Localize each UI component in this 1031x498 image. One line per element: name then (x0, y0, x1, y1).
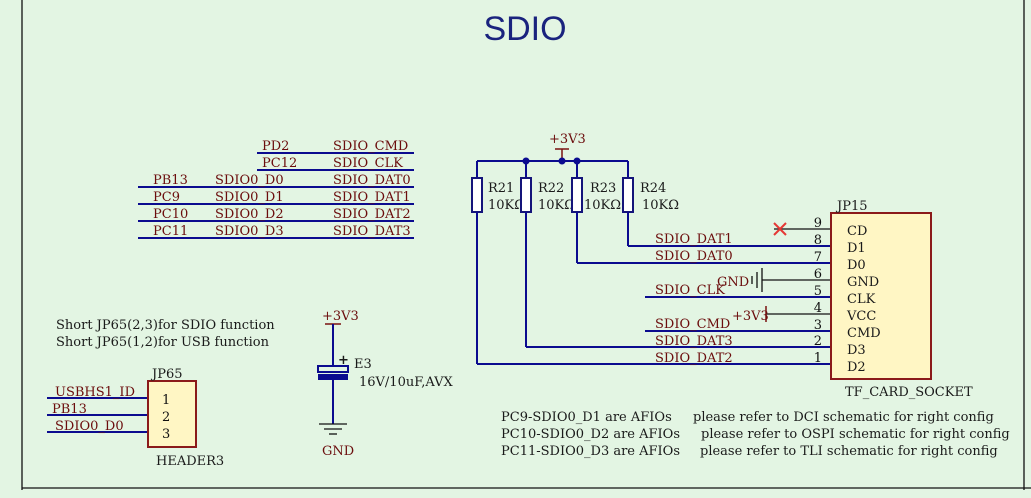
afio-note-refer: please refer to OSPI schematic for right… (701, 427, 1010, 442)
socket-body (830, 212, 932, 380)
pin-name: D0 (847, 258, 866, 273)
pin-number: 1 (814, 351, 822, 366)
power-label: +3V3 (549, 132, 586, 147)
component-name: HEADER3 (156, 454, 224, 469)
afio-notes: PC9-SDIO0_D1 are AFIOs please refer to D… (501, 410, 1010, 459)
pin-name: D3 (847, 343, 866, 358)
afio-note-refer: please refer to TLI schematic for right … (700, 444, 998, 459)
component-ref: E3 (354, 357, 372, 372)
net-label: SDIO_CLK (655, 283, 725, 298)
power-label: +3V3 (732, 309, 769, 324)
ground-label: GND (717, 275, 749, 290)
pin-number: 1 (162, 393, 170, 408)
pin-name: VCC (846, 309, 876, 324)
pin-number: 3 (162, 427, 170, 442)
net-map-signal: SDIO0_D1 (215, 190, 284, 205)
net-label: PB13 (52, 402, 87, 417)
pin-number: 4 (814, 301, 822, 316)
pin-name: CD (847, 224, 867, 239)
component-ref: JP15 (835, 199, 868, 214)
capacitor-e3: +3V3 + E3 16V/10uF,AVX GND (317, 309, 453, 459)
pin-number: 2 (162, 410, 170, 425)
net-map: PD2 SDIO_CMD PC12 SDIO_CLK PB13 SDIO0_D0… (138, 139, 414, 239)
net-map-signal: SDIO0_D2 (215, 207, 284, 222)
pin-number: 2 (814, 334, 822, 349)
capacitor-plate (318, 374, 348, 380)
resistor-value: 10KΩ (538, 198, 575, 213)
pin-name: D1 (847, 241, 866, 256)
resistor-ref: R23 (590, 181, 616, 196)
page-title: SDIO (483, 10, 566, 48)
component-ref: JP65 (150, 367, 183, 382)
pin-number: 6 (814, 267, 822, 282)
net-map-pin: PD2 (262, 139, 289, 154)
afio-note-pin: PC10-SDIO0_D2 are AFIOs (501, 427, 680, 442)
net-label: SDIO_DAT1 (655, 232, 733, 247)
net-map-signal: SDIO0_D0 (215, 173, 284, 188)
afio-note-pin: PC11-SDIO0_D3 are AFIOs (501, 444, 680, 459)
resistor-r21 (471, 177, 483, 213)
net-label: SDIO_DAT0 (655, 249, 733, 264)
header-jp65: JP65 HEADER3 USBHS1_ID PB13 SDIO0_D0 1 2… (47, 367, 224, 469)
resistor-ref: R21 (488, 181, 514, 196)
resistor-ref: R22 (538, 181, 564, 196)
net-label: SDIO0_D0 (55, 419, 124, 434)
afio-note-pin: PC9-SDIO0_D1 are AFIOs (501, 410, 672, 425)
pin-number: 9 (814, 216, 822, 231)
pin-number: 5 (814, 284, 822, 299)
jumper-note: Short JP65(2,3)for SDIO function (56, 318, 275, 333)
net-map-signal: SDIO0_D3 (215, 224, 284, 239)
header-body (147, 380, 197, 448)
pin-name: D2 (847, 360, 866, 375)
capacitor-plate (317, 365, 349, 373)
resistor-r22 (520, 177, 532, 213)
net-map-net: SDIO_DAT0 (333, 173, 411, 188)
pin-name: GND (847, 275, 879, 290)
net-map-pin: PC12 (262, 156, 297, 171)
resistor-value: 10KΩ (584, 198, 621, 213)
net-map-pin: PC10 (153, 207, 188, 222)
pin-number: 3 (814, 318, 822, 333)
pullup-network: +3V3 R21 10KΩ R22 10KΩ R23 10KΩ R24 10KΩ (471, 132, 679, 364)
net-map-net: SDIO_CLK (333, 156, 403, 171)
ground-label: GND (322, 444, 354, 459)
net-label: USBHS1_ID (55, 385, 135, 400)
net-map-net: SDIO_CMD (333, 139, 408, 154)
pin-number: 8 (814, 233, 822, 248)
jumper-note: Short JP65(1,2)for USB function (56, 335, 270, 350)
net-map-pin: PB13 (153, 173, 188, 188)
resistor-r24 (622, 177, 634, 213)
net-label: SDIO_DAT2 (655, 351, 733, 366)
resistor-r23 (571, 177, 583, 213)
net-label: SDIO_DAT3 (655, 334, 733, 349)
pin-name: CMD (847, 326, 881, 341)
tf-card-socket: GND +3V3 SDIO_DAT1 SDIO_DAT0 SDIO_CLK SD… (477, 199, 973, 400)
resistor-value: 10KΩ (642, 198, 679, 213)
net-label: SDIO_CMD (655, 317, 730, 332)
net-map-pin: PC11 (153, 224, 188, 239)
pin-name: CLK (847, 292, 876, 307)
power-label: +3V3 (322, 309, 359, 324)
resistor-value: 10KΩ (488, 198, 525, 213)
net-map-net: SDIO_DAT3 (333, 224, 411, 239)
net-map-net: SDIO_DAT2 (333, 207, 411, 222)
net-map-net: SDIO_DAT1 (333, 190, 411, 205)
afio-note-refer: please refer to DCI schematic for right … (693, 410, 994, 425)
component-name: TF_CARD_SOCKET (845, 385, 973, 400)
component-value: 16V/10uF,AVX (359, 375, 453, 390)
pin-number: 7 (814, 250, 822, 265)
polarity-plus-icon: + (338, 353, 349, 368)
resistor-ref: R24 (640, 181, 666, 196)
net-map-pin: PC9 (153, 190, 180, 205)
